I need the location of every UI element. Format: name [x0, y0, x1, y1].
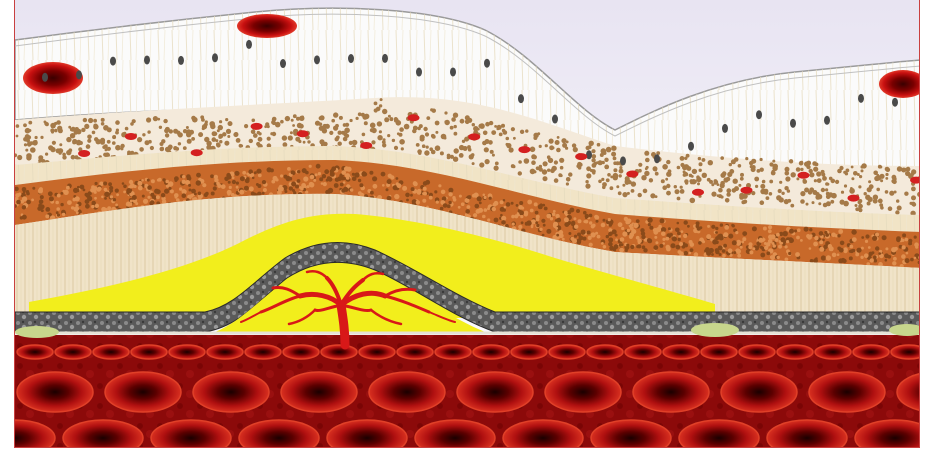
choroid-vessel-icon — [93, 345, 129, 359]
choroid-vessel-icon — [815, 345, 851, 359]
choroid-vessel-icon — [397, 345, 433, 359]
choroid-vessel-icon — [245, 345, 281, 359]
choroid-vessel-icon — [435, 345, 471, 359]
retina-illustration — [14, 0, 920, 448]
choroid-vessel-icon — [207, 345, 243, 359]
choroid-vessel-icon — [721, 372, 797, 412]
choroid-vessel-icon — [17, 372, 93, 412]
retinal-vessel-icon — [23, 62, 83, 94]
choroid-vessel-icon — [701, 345, 737, 359]
choroid-vessel-icon — [131, 345, 167, 359]
choroid-vessel-icon — [633, 372, 709, 412]
choroid-vessel-icon — [55, 345, 91, 359]
choroid-vessel-icon — [281, 372, 357, 412]
choroid-vessel-icon — [891, 345, 920, 359]
choroid-vessel-icon — [587, 345, 623, 359]
choroid-vessel-icon — [283, 345, 319, 359]
choroid-vessel-icon — [359, 345, 395, 359]
drusen-deposit — [691, 323, 739, 337]
choroid-vessel-icon — [625, 345, 661, 359]
choroid-vessel-icon — [193, 372, 269, 412]
choroid-vessel-icon — [549, 345, 585, 359]
choroid-vessel-icon — [369, 372, 445, 412]
choroid-vessel-icon — [105, 372, 181, 412]
choroid-vessel-icon — [511, 345, 547, 359]
retinal-vessel-icon — [237, 14, 297, 38]
choroid-vessel-icon — [777, 345, 813, 359]
choroid-vessel-icon — [663, 345, 699, 359]
choroid-vessel-icon — [739, 345, 775, 359]
drusen-deposit — [15, 326, 59, 338]
retina-cross-section — [15, 0, 920, 448]
choroid-vessel-icon — [169, 345, 205, 359]
choroid-vessel-icon — [17, 345, 53, 359]
choroid-vessel-icon — [853, 345, 889, 359]
choroid-vessel-icon — [473, 345, 509, 359]
choroid-layer — [15, 335, 920, 448]
choroid-vessel-icon — [809, 372, 885, 412]
choroid-vessel-icon — [321, 345, 357, 359]
choroid-vessel-icon — [457, 372, 533, 412]
choroid-vessel-icon — [545, 372, 621, 412]
